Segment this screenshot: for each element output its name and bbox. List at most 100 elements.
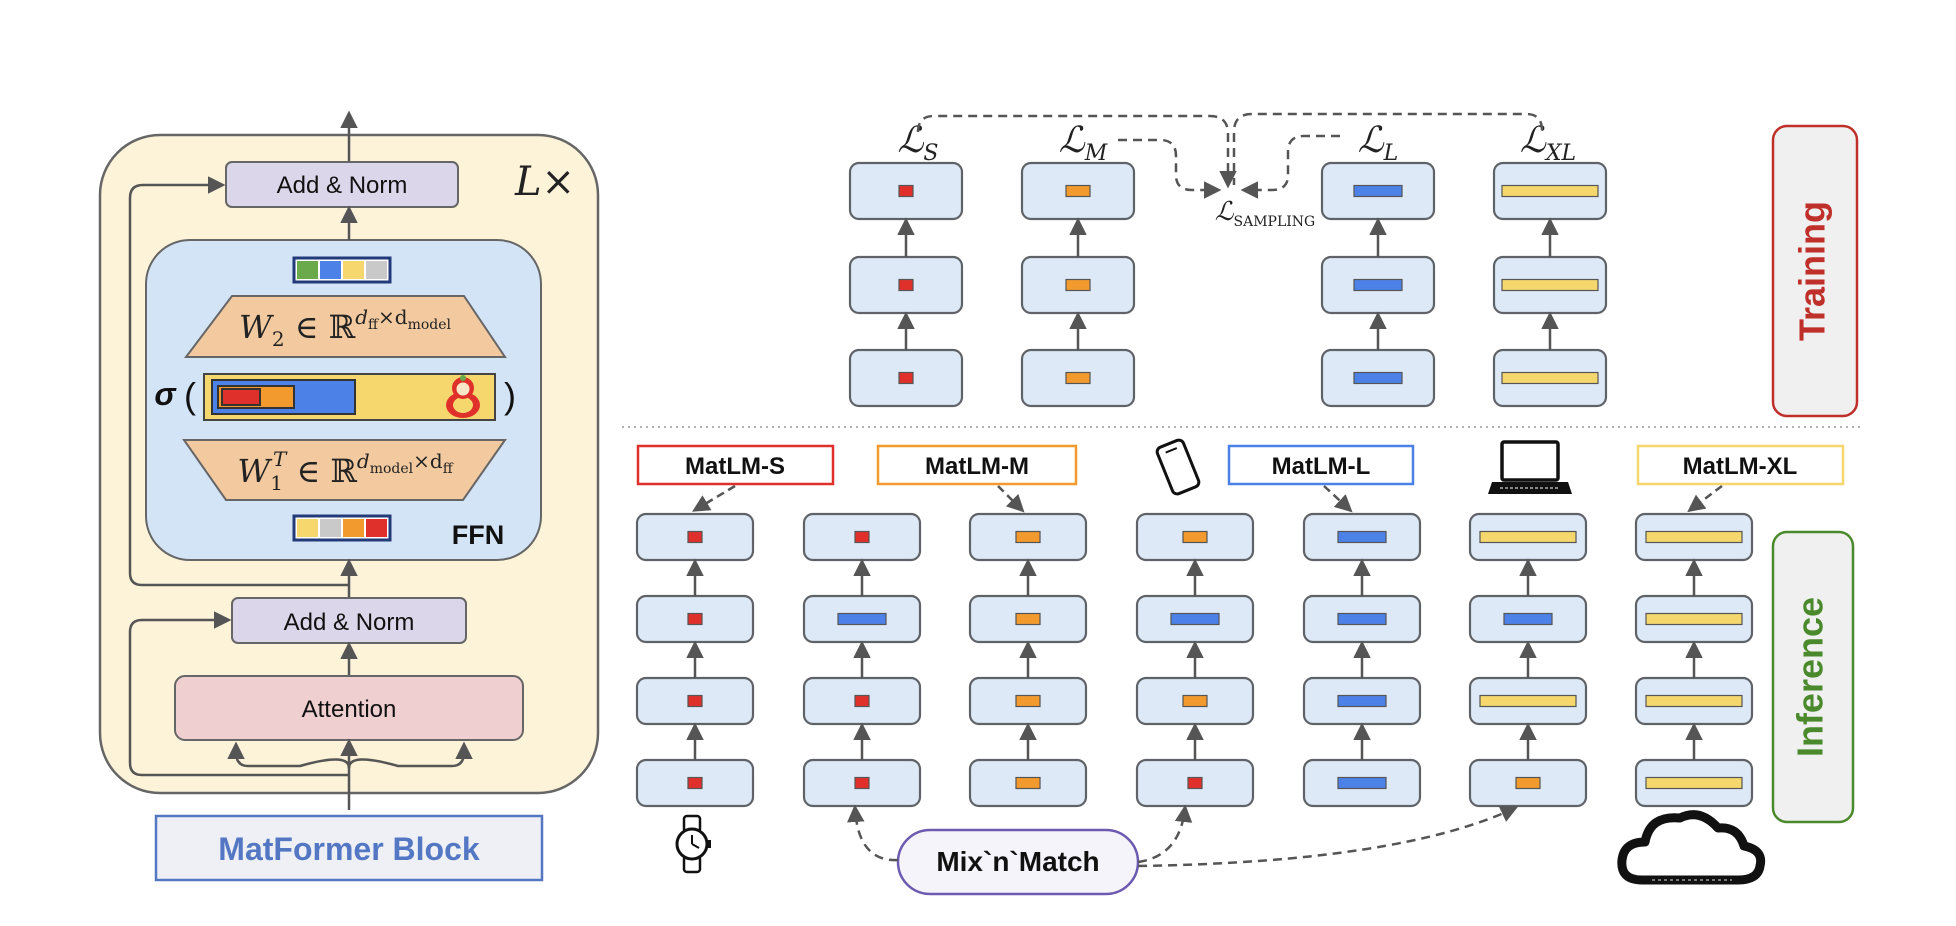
- layer-width-bar: [1645, 530, 1743, 544]
- layer-width-bar: [1182, 530, 1208, 544]
- matlm-xl-pointer: [1687, 485, 1723, 513]
- layer-width-bar: [687, 694, 703, 708]
- layer-width-bar: [1337, 612, 1387, 626]
- layer-width-bar: [1353, 184, 1403, 198]
- matlm-xl-label: MatLM-XL: [1683, 453, 1798, 480]
- w1-label: W1T ∈ ℝdmodel×dff: [237, 447, 453, 495]
- mix-to-col6: [1137, 806, 1519, 868]
- matformer-title-box: [154, 814, 544, 882]
- inference-col-7: [1634, 512, 1754, 808]
- layer-width-bar: [687, 612, 703, 626]
- residual-ffn: [128, 176, 349, 587]
- layer-width-bar: [1479, 530, 1577, 544]
- ffn-input-vector: [292, 514, 392, 542]
- laptop-icon: [1488, 440, 1572, 494]
- loss-s-to-sampling: [916, 114, 1237, 189]
- matlm-l-pointer: [1323, 485, 1353, 513]
- residual-attention: [128, 611, 349, 777]
- matlm-s-pointer: [691, 484, 736, 512]
- mix-n-match-label: Mix`n`Match: [936, 846, 1099, 877]
- w2-projection: [183, 295, 507, 358]
- inference-columns: [635, 512, 1754, 808]
- loss-sampling: ℒSAMPLING: [1215, 197, 1315, 230]
- layer-width-bar: [1182, 694, 1208, 708]
- matlm-l-label-box: [1227, 444, 1415, 486]
- layer-width-bar: [898, 278, 914, 292]
- layer-width-bar: [1645, 694, 1743, 708]
- layer-width-bar: [1645, 612, 1743, 626]
- watch-icon: [675, 814, 711, 874]
- layer-width-bar: [1015, 612, 1041, 626]
- w2-label: W2 ∈ ℝdff×dmodel: [239, 305, 452, 351]
- training-label: Training: [1792, 201, 1833, 341]
- matformer-title: MatFormer Block: [218, 831, 480, 867]
- layer-width-bar: [1187, 776, 1203, 790]
- loss-l: ℒL: [1358, 120, 1399, 166]
- inference-section: MatLM-S MatLM-M MatLM-L MatLM-XL: [635, 438, 1855, 896]
- inference-label-box: [1771, 530, 1855, 824]
- layer-width-bar: [687, 530, 703, 544]
- loss-xl-to-sampling: [1232, 112, 1544, 185]
- key-arrow: [227, 741, 351, 769]
- phone-icon: [1155, 438, 1201, 496]
- layer-width-bar: [854, 530, 870, 544]
- loss-xl: ℒXL: [1520, 120, 1576, 166]
- layer-width-bar: [1015, 776, 1041, 790]
- nested-hidden-vector: [203, 373, 496, 421]
- layer-width-bar: [837, 612, 887, 626]
- layer-width-bar: [1501, 184, 1599, 198]
- loss-s: ℒS: [897, 120, 938, 166]
- layer-width-bar: [1501, 371, 1599, 385]
- inference-col-2: [802, 512, 922, 808]
- matlm-s-label: MatLM-S: [685, 453, 785, 480]
- loss-m-to-sampling: [1118, 138, 1222, 199]
- inference-col-6: [1468, 512, 1588, 808]
- sigma-lparen: (: [184, 375, 196, 416]
- mix-to-col4: [1137, 804, 1193, 864]
- inference-label: Inference: [1790, 597, 1831, 757]
- layer-width-bar: [898, 371, 914, 385]
- training-label-box: [1771, 124, 1859, 418]
- train-col-s: [848, 161, 964, 408]
- cloud-icon: [1617, 810, 1766, 885]
- training-columns: [848, 161, 1608, 408]
- layer-width-bar: [1337, 776, 1387, 790]
- training-section: ℒS ℒM ℒL ℒXL ℒSAMPLING Training: [848, 112, 1859, 418]
- matlm-l-label: MatLM-L: [1272, 453, 1371, 480]
- inference-col-3: [968, 512, 1088, 808]
- layer-width-bar: [1503, 612, 1553, 626]
- ffn-output-vector: [292, 256, 392, 284]
- loss-m: ℒM: [1059, 120, 1108, 166]
- matryoshka-icon: [446, 375, 480, 418]
- train-col-m: [1020, 161, 1136, 408]
- layer-width-bar: [1515, 776, 1541, 790]
- layer-width-bar: [1353, 371, 1403, 385]
- attention-label: Attention: [302, 696, 397, 723]
- layer-width-bar: [1501, 278, 1599, 292]
- layer-width-bar: [1353, 278, 1403, 292]
- train-col-l: [1320, 161, 1436, 408]
- layer-width-bar: [1337, 694, 1387, 708]
- layer-width-bar: [1065, 371, 1091, 385]
- layer-width-bar: [898, 184, 914, 198]
- matformer-block-panel: L× Add & Norm FFN W2 ∈ ℝdff×dmodel σ ( ): [98, 110, 600, 882]
- inference-col-5: [1302, 512, 1422, 808]
- matlm-m-label-box: [876, 444, 1078, 486]
- inference-col-4: [1135, 512, 1255, 808]
- add-norm-top-label: Add & Norm: [277, 172, 408, 199]
- matlm-xl-label-box: [1636, 444, 1845, 486]
- matlm-m-label: MatLM-M: [925, 453, 1029, 480]
- inference-col-1: [635, 512, 755, 808]
- sigma-rparen: ): [504, 375, 516, 416]
- matlm-m-pointer: [997, 485, 1025, 513]
- layer-width-bar: [854, 694, 870, 708]
- layer-width-bar: [1170, 612, 1220, 626]
- repeat-label: L×: [514, 159, 575, 205]
- layer-width-bar: [687, 776, 703, 790]
- layer-width-bar: [1065, 184, 1091, 198]
- mix-to-col2: [847, 804, 899, 862]
- layer-width-bar: [1337, 530, 1387, 544]
- sigma-symbol: σ: [154, 376, 177, 412]
- layer-width-bar: [854, 776, 870, 790]
